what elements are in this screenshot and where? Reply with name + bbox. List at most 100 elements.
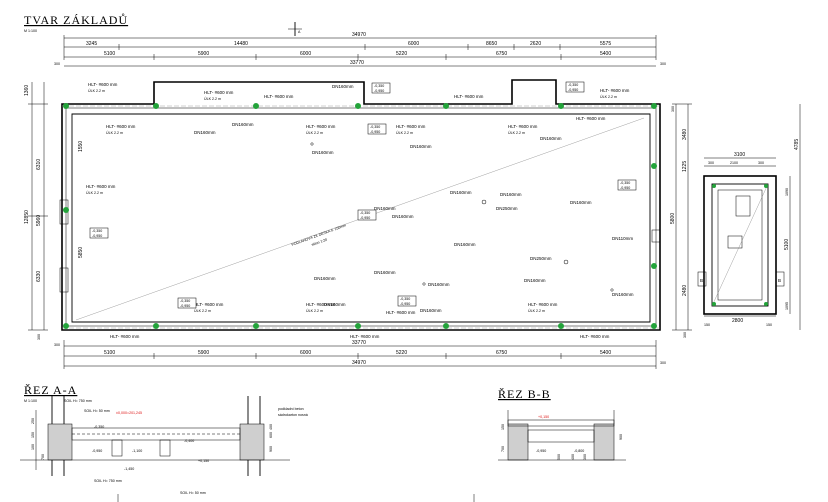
section-b-title: ŘEZ B-B	[498, 387, 551, 401]
level-value: -0,350	[180, 299, 190, 303]
pile-label: HLT- #600 mm	[454, 94, 484, 99]
left-dimensions: 1360 6310 12850 5850 1550 5960 6330 300	[24, 82, 84, 340]
pile-label: HLT- #600 mm	[580, 334, 610, 339]
top-dim-r2-2: 5900	[198, 51, 209, 57]
section-b-level: -0,800	[574, 449, 584, 453]
level-value: -0,350	[620, 181, 630, 185]
top-dim-r2-1: 5100	[104, 51, 115, 57]
top-dim-end-left: 300	[54, 62, 60, 66]
pipe-label: DN160mm	[570, 200, 592, 205]
section-a-drawing: SOIL H= 750 mm SOIL H= 50 mm podkladní b…	[20, 396, 475, 502]
right-dim: 1225	[682, 161, 688, 172]
top-dim-4: 8650	[486, 41, 497, 47]
pile-marker	[355, 323, 361, 329]
section-b-drawing: +0,150 -0,950 -0,800 500 400 300 900 150…	[498, 410, 626, 461]
section-a-dim: 900	[269, 446, 273, 452]
section-a-scale: M 1:100	[24, 399, 37, 403]
pipe-label: DN160mm	[454, 242, 476, 247]
pile-marker	[651, 103, 657, 109]
section-b-level: -0,950	[536, 449, 546, 453]
left-dim: 6310	[36, 159, 42, 170]
section-a-level: -1,450	[124, 467, 134, 471]
section-a-note: SOIL H= 50 mm	[180, 491, 206, 495]
pile-marker	[443, 103, 449, 109]
right-dim: 300	[671, 106, 675, 112]
side-dim: 3100	[734, 152, 745, 158]
side-dim: 1090	[785, 188, 789, 196]
pile-sub: ÚLK 2.2 m	[204, 96, 221, 101]
pile-label: HLT- #600 mm	[396, 124, 426, 129]
right-dimensions: 300 3480 1225 5800 2480 300 4785	[670, 103, 801, 338]
section-a-note: SOIL H= 50 mm	[84, 409, 110, 413]
section-b-dim: 900	[619, 434, 623, 440]
pipe-label: DN160mm	[332, 84, 354, 89]
section-a-note: sádrokarton nosná	[278, 413, 308, 417]
pipe-circle	[310, 142, 314, 146]
pile-label: HLT- #600 mm	[86, 184, 116, 189]
top-dim-r2-6: 5400	[600, 51, 611, 57]
level-value: -0,950	[400, 302, 410, 306]
level-value: -0,350	[374, 84, 384, 88]
section-a-level: -0,350	[94, 425, 104, 429]
bottom-dim-overall: 34970	[352, 360, 366, 366]
side-dim: 150	[766, 323, 772, 327]
pile-sub: ÚLK 2.2 m	[508, 130, 525, 135]
top-dimension-overall: 34970	[63, 32, 657, 60]
top-dim-3: 6000	[408, 41, 419, 47]
section-label-a: A	[298, 30, 301, 34]
pipe-label-special: DN110mm	[612, 236, 633, 241]
side-dim: 5100	[784, 239, 790, 250]
pipe-label: DN160mm	[314, 276, 336, 281]
section-a-dim: 250	[31, 418, 35, 424]
level-value: -0,950	[360, 216, 370, 220]
pile-sub: ÚLK 2.2 m	[306, 308, 323, 313]
pile-marker	[651, 163, 657, 169]
pile-sub: ÚLK 2.2 m	[86, 190, 103, 195]
pipe-label: DN160mm	[450, 190, 472, 195]
section-a-note: SOIL H= 750 mm	[64, 399, 92, 403]
left-dim: 1550	[78, 141, 84, 152]
right-dim: 300	[683, 332, 687, 338]
top-dimension-row2: 5100 5900 6000 5220 6750 5400	[64, 51, 656, 60]
drawing-scale: M 1:100	[24, 29, 37, 33]
pipe-circle	[563, 259, 569, 265]
pipe-label: DN160mm	[428, 282, 450, 287]
pipe-label: DN160mm	[524, 278, 546, 283]
section-a-note: podkladní beton	[278, 407, 304, 411]
top-dim-end-right: 300	[660, 62, 666, 66]
diagonal-note-2: sklon 1:20	[311, 238, 328, 247]
pipe-label: DN160mm	[540, 136, 562, 141]
section-b-datum: +0,150	[538, 415, 549, 419]
section-a-level: -0,400	[184, 439, 194, 443]
pile-labels: HLT- #600 mm ÚLK 2.2 m HLT- #600 mm ÚLK …	[86, 82, 630, 339]
pile-marker	[153, 323, 159, 329]
pipe-circle	[422, 282, 426, 286]
side-dim: 2800	[732, 318, 743, 324]
bottom-dim: 5100	[104, 350, 115, 356]
piles	[63, 103, 657, 329]
level-value: -0,950	[620, 186, 630, 190]
level-value: -0,950	[370, 130, 380, 134]
pile-label: HLT- #600 mm	[600, 88, 630, 93]
pile-marker	[558, 323, 564, 329]
bottom-dim-end-right: 300	[660, 361, 666, 365]
section-label-b: B	[700, 278, 703, 283]
pile-marker	[253, 323, 259, 329]
pipe-circle	[481, 199, 487, 205]
pile-marker	[443, 323, 449, 329]
level-value: -0,950	[568, 88, 578, 92]
bottom-dim: 6000	[300, 350, 311, 356]
top-dimension-inner: 33770 300 300	[54, 60, 666, 67]
left-dim: 6330	[36, 271, 42, 282]
level-value: -0,950	[374, 89, 384, 93]
foundation-plan: PODLAHOVÁ ZK DESKA tl. 150mm sklon 1:20	[59, 79, 661, 331]
left-dim: 300	[37, 334, 41, 340]
pile-marker	[651, 323, 657, 329]
section-a-dim: 150	[31, 432, 35, 438]
right-dim: 4785	[794, 139, 800, 150]
side-dim: 2100	[730, 161, 738, 165]
pile-marker	[63, 207, 69, 213]
side-detail: 3100 300 2100 300 2800 150 150 5100 1090…	[697, 152, 791, 327]
bottom-dim: 6750	[496, 350, 507, 356]
